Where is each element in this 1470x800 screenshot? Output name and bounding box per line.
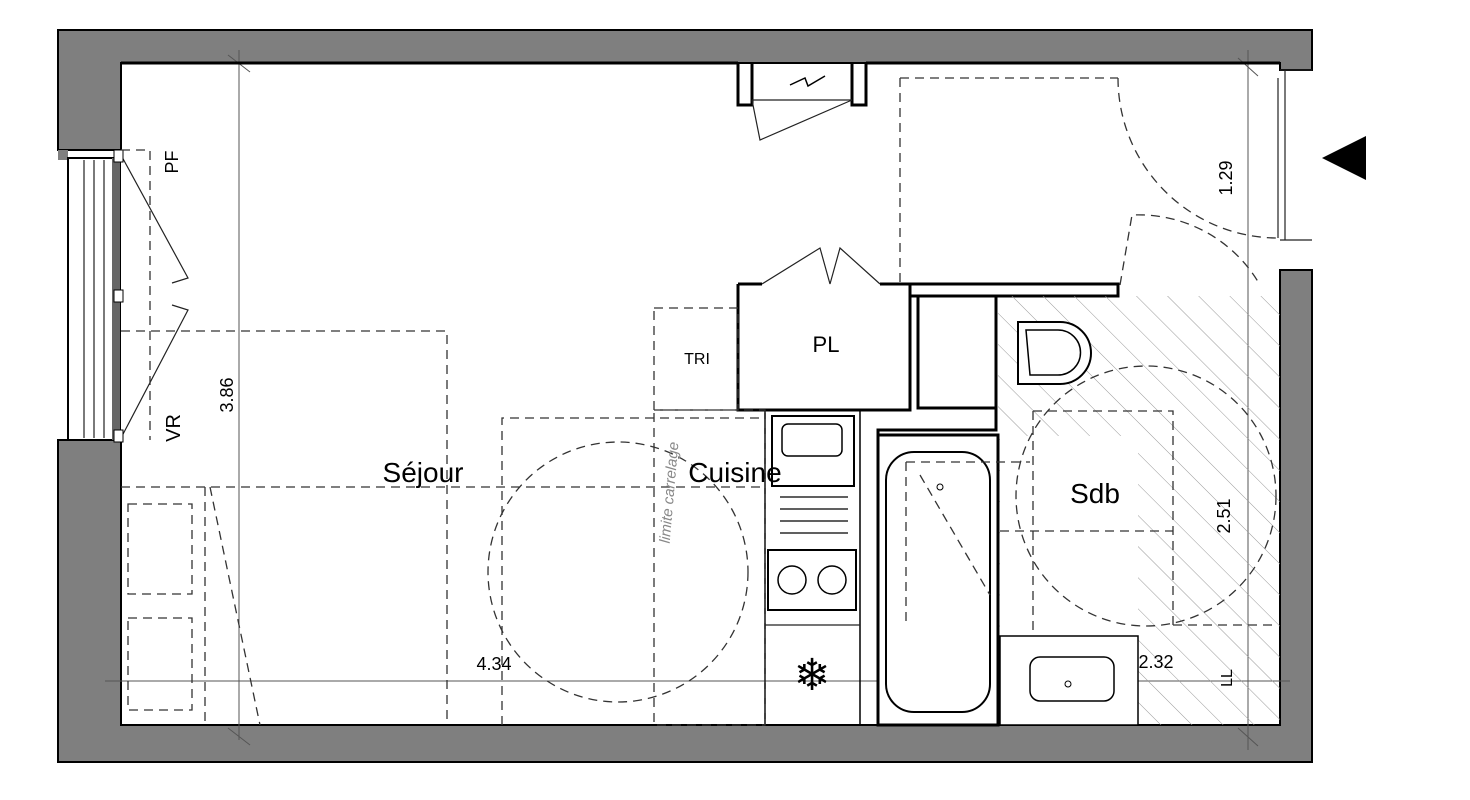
- lightning-icon: [789, 75, 826, 88]
- hob-icon: [767, 549, 857, 611]
- room-label-tri: TRI: [684, 351, 710, 368]
- tri-area: [653, 307, 739, 411]
- dim-sejour-width: 4.34: [476, 654, 511, 674]
- fridge-snowflake-icon: ❄: [794, 651, 831, 700]
- dim-sdb-height: 2.51: [1214, 498, 1234, 533]
- sejour-furniture: [121, 330, 760, 726]
- room-label-sdb: Sdb: [1070, 478, 1120, 509]
- dim-sdb-width: 2.32: [1138, 652, 1173, 672]
- label-vr: VR: [163, 414, 185, 442]
- sdb-door-swing: [1119, 214, 1261, 286]
- toilet-icon: [1017, 321, 1092, 385]
- electrical-panel: [736, 63, 868, 141]
- room-label-cuisine: Cuisine: [688, 457, 781, 488]
- label-tile-limit: limite carrelage: [657, 441, 683, 544]
- kitchen-outline: [653, 409, 766, 726]
- room-label-sejour: Séjour: [383, 457, 464, 488]
- sink-icon: [1029, 656, 1115, 702]
- dim-sejour-height: 3.86: [217, 377, 237, 412]
- window-left[interactable]: [67, 149, 189, 443]
- label-pf: PF: [162, 150, 182, 173]
- entrance-arrow-icon: [1322, 136, 1366, 180]
- drainer: [780, 496, 848, 534]
- hall-outline: [899, 77, 1118, 286]
- bathtub-icon: [885, 451, 991, 713]
- bathroom: [876, 296, 1280, 727]
- room-label-placard: PL: [813, 332, 840, 357]
- dim-entry: 1.29: [1216, 160, 1236, 195]
- entry-door[interactable]: [1117, 69, 1312, 241]
- kitchen-counter: ❄: [764, 409, 861, 726]
- label-ll: LL: [1219, 669, 1236, 687]
